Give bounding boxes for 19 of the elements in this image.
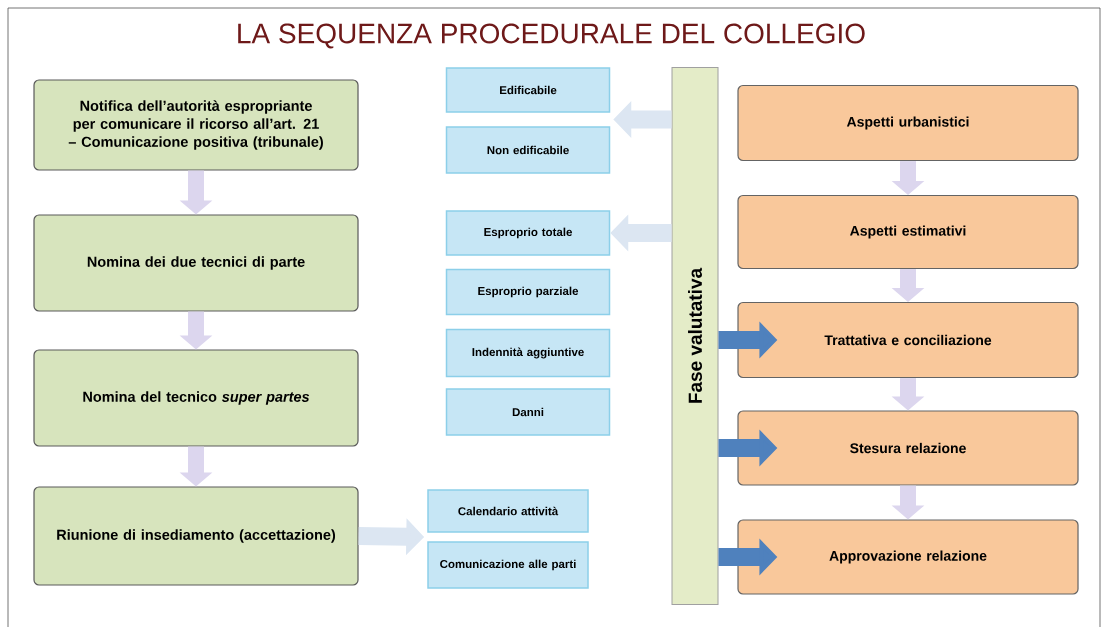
step-box: Approvazione relazione xyxy=(737,519,1079,595)
process-box: Nomina dei due tecnici di parte xyxy=(33,214,359,312)
step-box: Aspetti urbanistici xyxy=(737,84,1079,162)
step-box: Stesura relazione xyxy=(737,410,1079,486)
option-box: Comunicazione alle parti xyxy=(427,541,589,589)
step-box: Aspetti estimativi xyxy=(737,194,1079,270)
option-box: Indennità aggiuntive xyxy=(445,328,611,378)
phase-bar: Fase valutativa xyxy=(671,67,719,605)
option-box: Danni xyxy=(445,388,611,436)
process-box: Riunione di insediamento (accettazione) xyxy=(33,486,359,586)
option-box: Esproprio totale xyxy=(445,210,611,256)
option-box: Calendario attività xyxy=(427,489,589,533)
process-box: Notifica dell’autorità espropriante per comunicare il ricorso all’art. 21 – Comunicazione positiva (tribunale) xyxy=(33,79,359,171)
title: LA SEQUENZA PROCEDURALE DEL COLLEGIO xyxy=(238,23,865,49)
process-box: Nomina del tecnico super partes xyxy=(33,349,359,447)
option-box: Esproprio parziale xyxy=(445,268,611,316)
step-box: Trattativa e conciliazione xyxy=(737,301,1079,379)
option-box: Edificabile xyxy=(445,67,611,113)
option-box: Non edificabile xyxy=(445,126,611,174)
